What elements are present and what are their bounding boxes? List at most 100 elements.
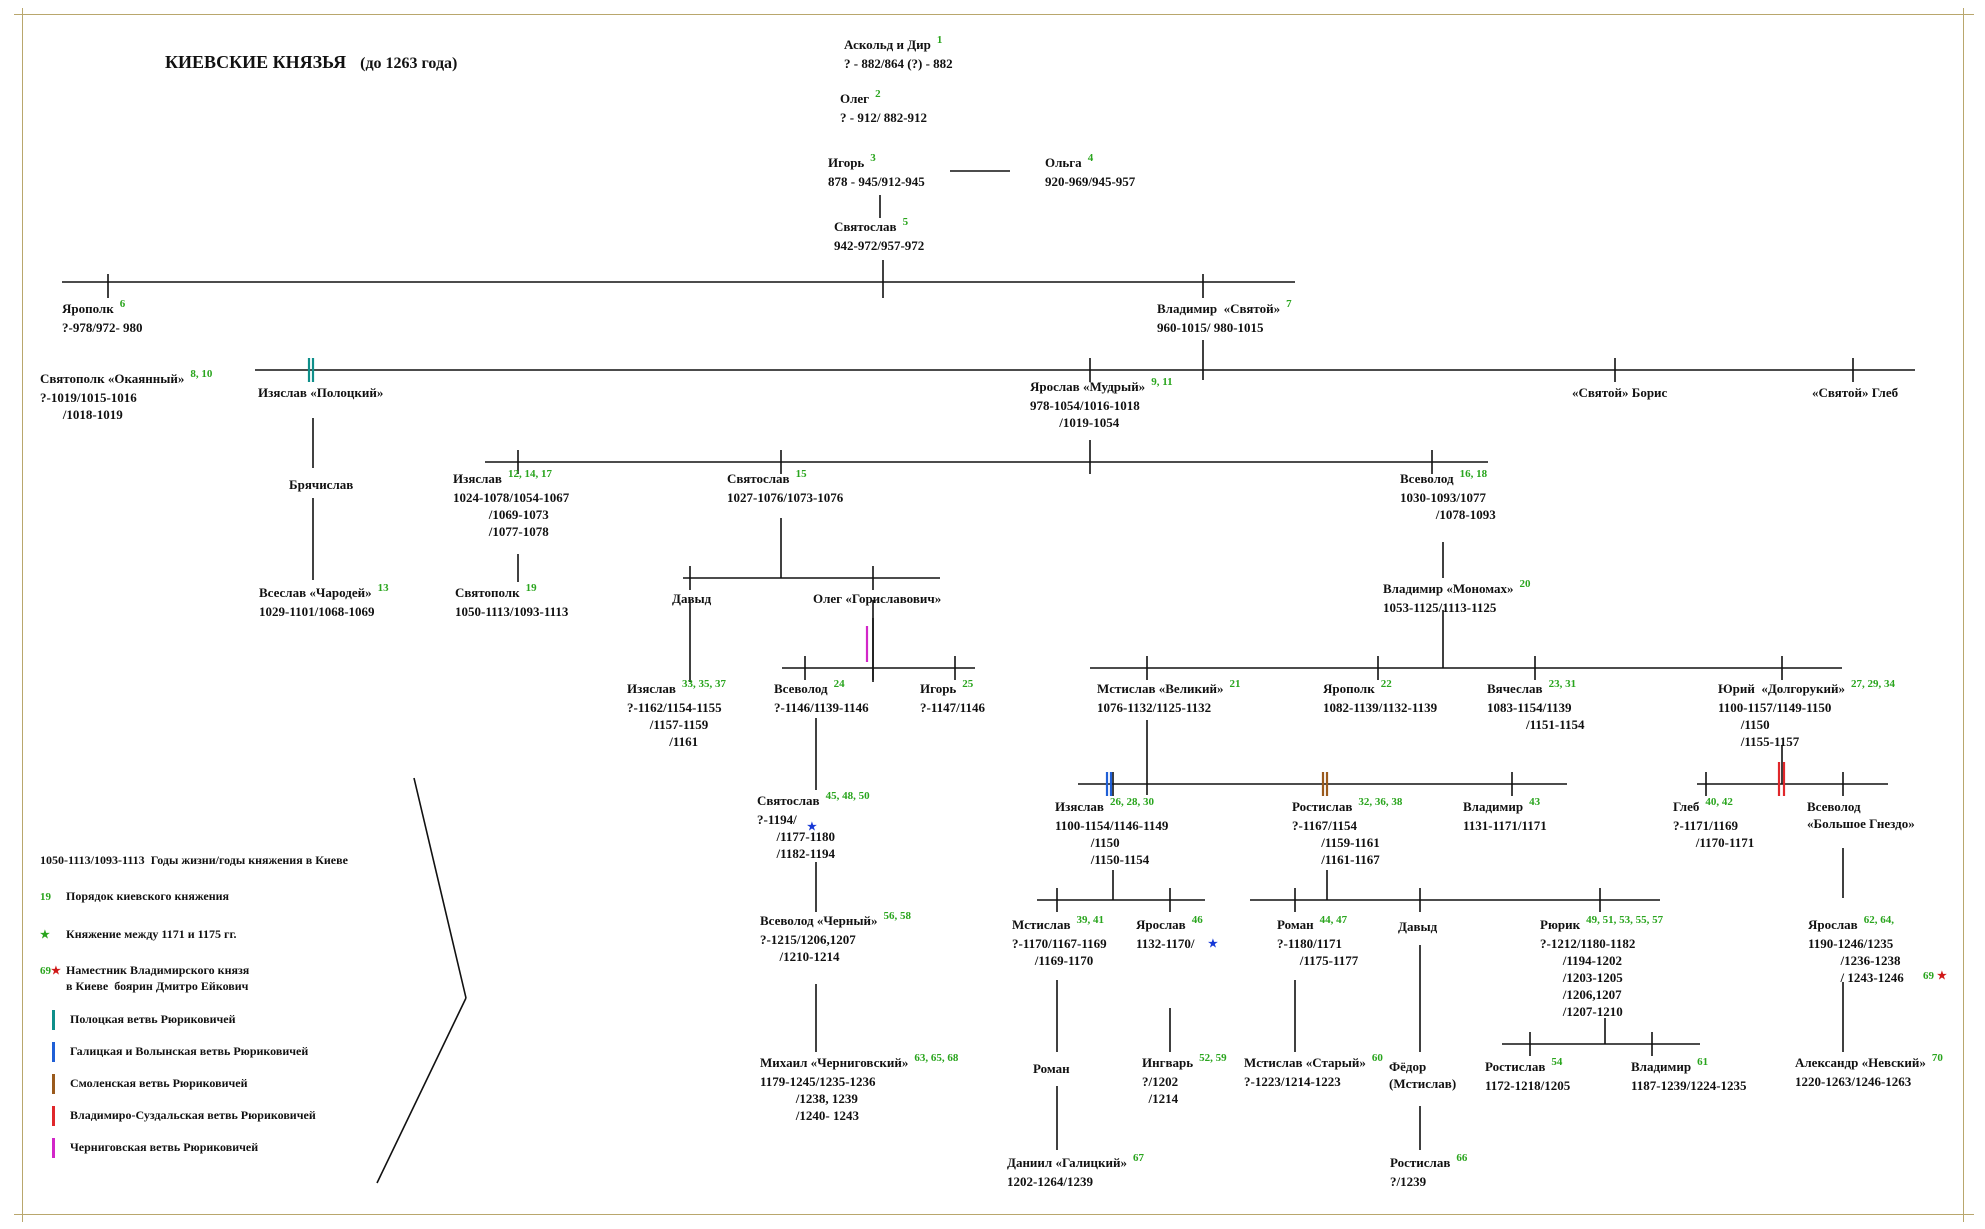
person-dates: / 1243-1246 <box>1808 970 1904 985</box>
legend-dates-example: 1050-1113/1093-1113 <box>40 853 145 867</box>
order-number: 33, 35, 37 <box>681 678 726 690</box>
person-dates: ?-1167/1154 <box>1292 818 1358 833</box>
person-name: Михаил «Черниговский» <box>760 1055 909 1070</box>
legend-order-num: 19 <box>40 891 51 903</box>
person-name: Изяслав <box>1055 799 1104 814</box>
person-name: Всеволод <box>774 681 828 696</box>
person-name: Юрий «Долгорукий» <box>1718 681 1846 696</box>
frame-bottom <box>14 1214 1974 1215</box>
order-number: 45, 48, 50 <box>825 790 870 802</box>
person-name: Святослав <box>757 793 820 808</box>
person-izyaslav-polotsky: Изяслав «Полоцкий» <box>258 384 383 401</box>
person-dates: ?-1146/1139-1146 <box>774 700 869 715</box>
legend-red-2: в Киеве боярин Дмитро Ейкович <box>40 978 248 994</box>
person-name: Владимир <box>1463 799 1524 814</box>
frame-left <box>22 8 23 1222</box>
order-number: 44, 47 <box>1319 914 1348 926</box>
frame-right <box>1963 8 1964 1222</box>
person-dates: 960-1015/ 980-1015 <box>1157 320 1264 335</box>
person-dates: 978-1054/1016-1018 <box>1030 398 1140 413</box>
person-dates: 1132-1170/ <box>1136 936 1195 951</box>
person-dates: 1172-1218/1205 <box>1485 1078 1571 1093</box>
order-number: 40, 42 <box>1705 796 1733 808</box>
branch-color-swatch <box>52 1074 55 1094</box>
title-sub: (до 1263 года) <box>360 55 458 72</box>
person-name: Аскольд и Дир <box>844 37 931 52</box>
person-dates: /1019-1054 <box>1030 415 1120 430</box>
person-dates: 1027-1076/1073-1076 <box>727 490 844 505</box>
person-dates: 920-969/945-957 <box>1045 174 1136 189</box>
legend-red-num: 69 <box>40 965 51 977</box>
person-boris: «Святой» Борис <box>1572 384 1667 401</box>
order-number: 61 <box>1697 1056 1709 1068</box>
order-number: 20 <box>1519 578 1531 590</box>
person-dates: ?-1212/1180-1182 <box>1540 936 1636 951</box>
person-dates: ?-1171/1169 <box>1673 818 1739 833</box>
person-vladimir-43: Владимир 43 1131-1171/1171 <box>1463 796 1547 834</box>
person-name: Изяслав <box>453 471 502 486</box>
person-name: Олег <box>840 91 870 106</box>
person-svyatopolk-8: Святополк «Окаянный»8, 10?-1019/1015-101… <box>40 368 212 423</box>
person-dates: ?-1223/1214-1223 <box>1244 1074 1341 1089</box>
person-dates: /1018-1019 <box>40 407 123 422</box>
person-name: Ростислав <box>1485 1059 1546 1074</box>
person-name: Ярополк <box>1323 681 1375 696</box>
person-dates: (Мстислав) <box>1389 1076 1457 1091</box>
legend-order: 19 Порядок киевского княжения <box>40 888 229 905</box>
branch-label: Галицкая и Волынская ветвь Рюриковичей <box>70 1043 309 1058</box>
legend-branch-item: Полоцкая ветвь Рюриковичей <box>40 1010 236 1030</box>
legend-order-desc: Порядок киевского княжения <box>66 889 230 903</box>
order-number: 32, 36, 38 <box>1358 796 1403 808</box>
person-roman-galich: Роман <box>1033 1060 1070 1077</box>
person-dates: /1069-1073 <box>453 507 549 522</box>
person-name: Владимир <box>1631 1059 1692 1074</box>
branch-color-swatch <box>52 1042 55 1062</box>
branch-label: Владимиро-Суздальская ветвь Рюриковичей <box>70 1107 316 1122</box>
legend-star-desc: Княжение между 1171 и 1175 гг. <box>66 927 237 941</box>
person-dates: ?-1180/1171 <box>1277 936 1343 951</box>
order-number: 26, 28, 30 <box>1109 796 1154 808</box>
person-name: Святополк «Окаянный» <box>40 371 185 386</box>
person-dates: 1030-1093/1077 <box>1400 490 1486 505</box>
person-dates: /1207-1210 <box>1540 1004 1623 1019</box>
person-name: Всеволод «Черный» <box>760 913 878 928</box>
person-name: Ростислав <box>1292 799 1353 814</box>
person-name: Святослав <box>727 471 790 486</box>
order-number: 4 <box>1087 152 1094 164</box>
person-name: Ростислав <box>1390 1155 1451 1170</box>
person-dates: 1131-1171/1171 <box>1463 818 1547 833</box>
person-fedor: Фёдор (Мстислав) <box>1389 1058 1456 1092</box>
person-dates: 1100-1154/1146-1149 <box>1055 818 1169 833</box>
person-name: Фёдор <box>1389 1059 1427 1074</box>
person-dates: /1240- 1243 <box>760 1108 859 1123</box>
order-number: 19 <box>525 582 537 594</box>
person-dates: 1024-1078/1054-1067 <box>453 490 570 505</box>
person-name: «Святой» Борис <box>1572 385 1668 400</box>
person-vsevolod-cherny: Всеволод «Черный»56, 58?-1215/1206,1207 … <box>760 910 911 965</box>
person-name: Давыд <box>1398 919 1438 934</box>
person-dates: /1177-1180 <box>757 829 836 844</box>
order-number: 21 <box>1229 678 1241 690</box>
order-number: 3 <box>870 152 876 164</box>
order-number: 43 <box>1529 796 1541 808</box>
person-name: Мстислав «Великий» <box>1097 681 1224 696</box>
person-name: Глеб <box>1673 799 1700 814</box>
person-davyd: Давыд <box>672 590 711 607</box>
person-dates: ? - 912/ 882-912 <box>840 110 928 125</box>
legend-red-desc-1: Наместник Владимирского князя <box>66 963 250 977</box>
